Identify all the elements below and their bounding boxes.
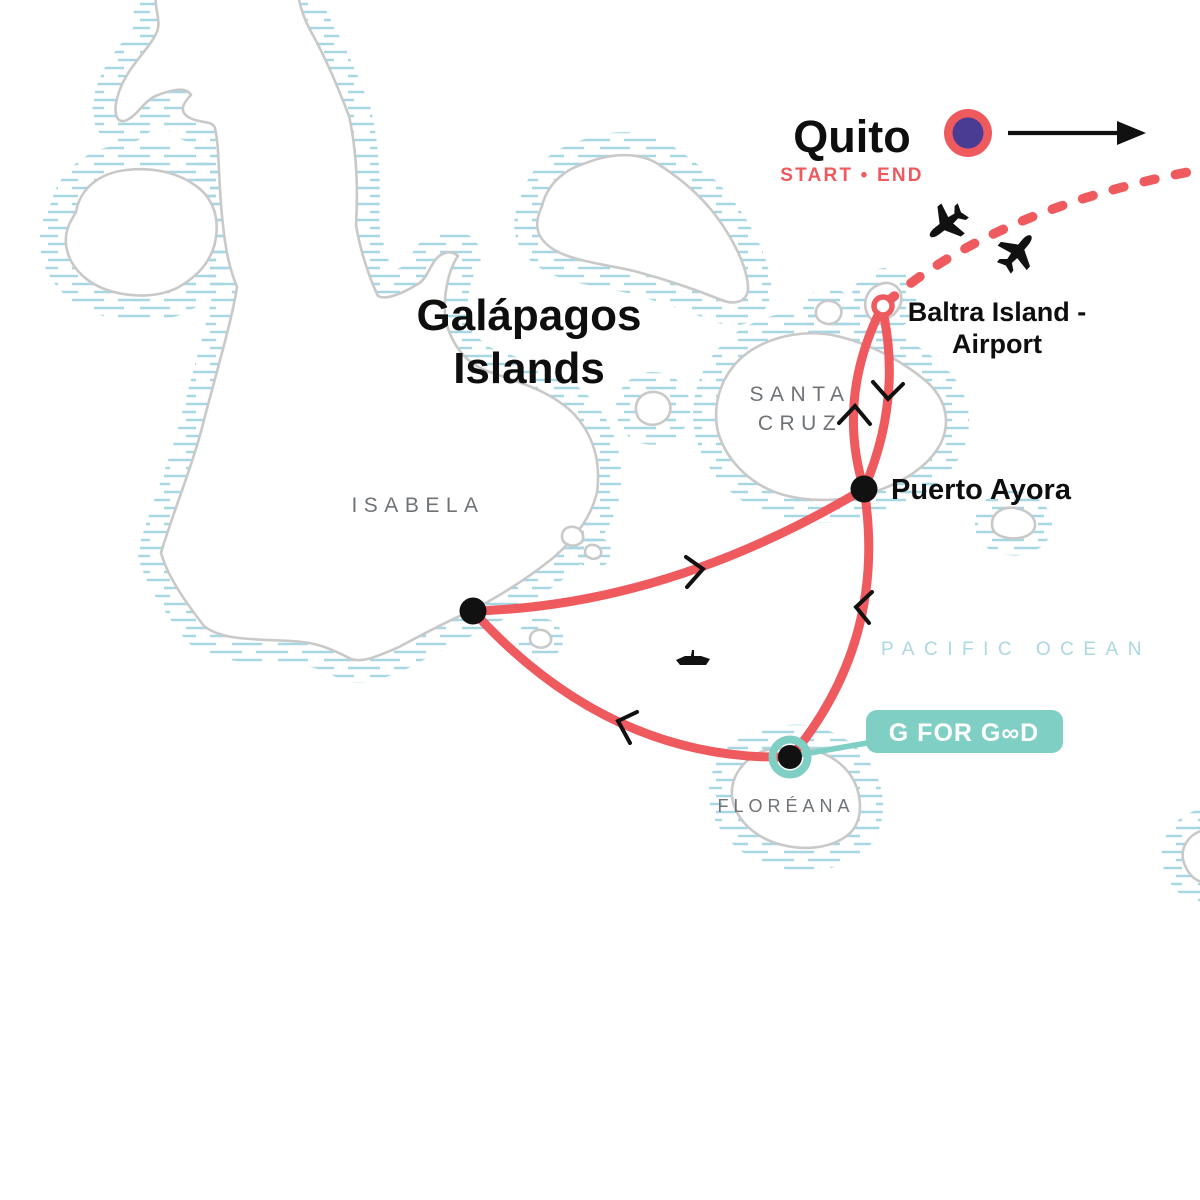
start-end-label: START • END <box>780 165 923 186</box>
baltra-airport-marker <box>871 294 895 318</box>
chevron-to-isabela-icon <box>615 710 639 745</box>
island-fernandina <box>64 167 218 297</box>
route-leg-isabela-puerto-ayora <box>468 484 869 616</box>
g-for-good-label: G FOR G∞D <box>889 719 1039 747</box>
map-title-line2: Islands <box>453 344 605 393</box>
chevron-to-puerto-ayora-icon <box>684 555 706 589</box>
floreana-label: FLORÉANA <box>717 796 854 816</box>
pacific-ocean-label: PACIFIC OCEAN <box>881 639 1151 660</box>
route-leg-puerto-ayora-floreana <box>786 484 874 762</box>
direction-arrow-head-icon <box>1117 121 1146 145</box>
boat-icon <box>676 650 710 665</box>
quito-label: Quito <box>793 111 910 162</box>
chevron-northbound-icon <box>837 402 872 426</box>
puerto-ayora-label: Puerto Ayora <box>891 474 1072 506</box>
map-title-line1: Galápagos <box>417 291 642 340</box>
santa-cruz-label-line1: SANTA <box>750 383 851 406</box>
islet-small-1 <box>560 525 585 547</box>
floreana-stop-ring <box>768 735 812 779</box>
puerto-ayora-stop-dot <box>850 475 878 503</box>
islet-west-of-baltra <box>814 299 843 326</box>
islet-small-2 <box>583 543 603 561</box>
quito-start-end-group: Quito START • END <box>780 109 1146 186</box>
baltra-label-line2: Airport <box>952 329 1042 359</box>
chevron-southbound-icon <box>871 380 905 402</box>
islet-rabida <box>634 390 672 427</box>
floreana-stop-dot <box>778 745 802 769</box>
g-for-good-badge[interactable] <box>866 710 1063 753</box>
isabela-stop-dot <box>459 597 487 625</box>
g-for-good-group: G FOR G∞D <box>768 710 1063 779</box>
islet-small-3 <box>528 628 553 649</box>
quito-marker-inner <box>952 117 984 149</box>
route-direction-chevrons <box>615 380 905 745</box>
santa-cruz-label-line2: CRUZ <box>758 412 842 435</box>
flight-path-quito-baltra <box>881 165 1200 308</box>
isabela-label: ISABELA <box>351 494 484 517</box>
chevron-to-floreana-icon <box>853 590 874 625</box>
islet-santa-fe <box>990 506 1037 540</box>
route-leg-baltra-puerto-ayora-west <box>848 302 887 494</box>
baltra-label-line1: Baltra Island - <box>908 297 1087 327</box>
